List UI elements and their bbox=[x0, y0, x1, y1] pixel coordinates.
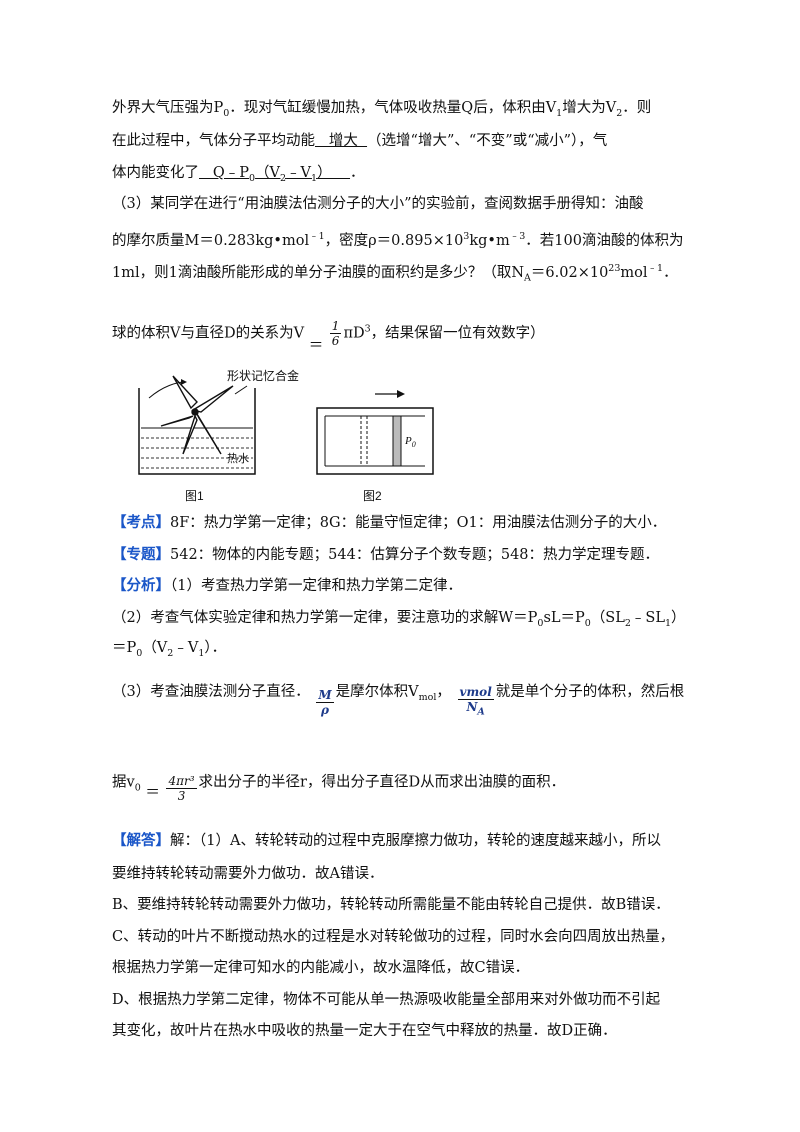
zhuanti-line: 【专题】542：物体的内能专题；544：估算分子个数专题；548：热力学定理专题… bbox=[112, 546, 660, 563]
piston bbox=[392, 415, 402, 467]
text-line: 1ml，则1滴油酸所能形成的单分子油膜的面积约是多少？（取NA＝6.02×102… bbox=[112, 263, 678, 284]
text-line: ＝P0（V2﹣V1）． bbox=[112, 640, 227, 659]
figure-2: P0 图2 bbox=[316, 390, 434, 503]
text-line: 其变化，故叶片在热水中吸收的热量一定大于在空气中释放的热量．故D正确． bbox=[112, 1023, 617, 1039]
tag-fenxi: 【分析】 bbox=[112, 577, 170, 594]
figures: 形状记忆合金 热水 图1 P0 图2 bbox=[138, 368, 434, 503]
kaodian-line: 【考点】8F：热力学第一定律；8G：能量守恒定律；O1：用油膜法估测分子的大小． bbox=[112, 514, 667, 531]
text-line: 体内能变化了 Q﹣P0（V2﹣V1） ． bbox=[112, 165, 365, 184]
tag-jieda: 【解答】 bbox=[112, 832, 170, 849]
answer-blank: 增大 bbox=[315, 133, 368, 149]
text-line: 要维持转轮转动需要外力做功．故A错误． bbox=[112, 866, 384, 882]
text-line: 外界大气压强为P0．现对气缸缓慢加热，气体吸收热量Q后，体积由V1增大为V2．则 bbox=[112, 100, 652, 119]
arrow-right-icon bbox=[397, 390, 405, 398]
text-line: （3）某同学在进行“用油膜法估测分子的大小”的实验前，查阅数据手册得知：油酸 bbox=[112, 196, 644, 212]
label-p0: P0 bbox=[404, 435, 416, 449]
tag-kaodian: 【考点】 bbox=[112, 514, 170, 531]
text-line: D、根据热力学第二定律，物体不可能从单一热源吸收能量全部用来对外做功而不引起 bbox=[112, 992, 661, 1008]
label-alloy: 形状记忆合金 bbox=[227, 368, 299, 383]
caption-figure-1: 图1 bbox=[185, 489, 204, 503]
text-line: B、要维持转轮转动需要外力做功，转轮转动所需能量不能由转轮自己提供．故B错误． bbox=[112, 897, 670, 913]
jieda-line: 【解答】解：（1）A、转轮转动的过程中克服摩擦力做功，转轮的速度越来越小，所以 bbox=[112, 832, 661, 849]
label-water: 热水 bbox=[227, 452, 249, 465]
caption-figure-2: 图2 bbox=[363, 489, 382, 503]
fenxi-line: 【分析】（1）考查热力学第一定律和热力学第二定律． bbox=[112, 577, 462, 594]
text-line: 的摩尔质量M＝0.283kg•mol﹣1，密度ρ＝0.895×103kg•m﹣3… bbox=[112, 231, 684, 249]
text-line: 根据热力学第一定律可知水的内能减小，故水温降低，故C错误． bbox=[112, 960, 530, 976]
text-line: 在此过程中，气体分子平均动能 增大 （选增“增大”、“不变”或“减小”），气 bbox=[112, 133, 608, 149]
figure-1: 形状记忆合金 热水 图1 bbox=[138, 368, 299, 503]
text-line: （2）考查气体实验定律和热力学第一定律，要注意功的求解W＝P0sL＝P0（SL2… bbox=[112, 610, 686, 629]
tag-zhuanti: 【专题】 bbox=[112, 546, 170, 563]
answer-blank: Q﹣P0（V2﹣V1） bbox=[199, 165, 351, 184]
wheel-icon bbox=[160, 375, 234, 455]
text-line: C、转动的叶片不断搅动热水的过程是水对转轮做功的过程，同时水会向四周放出热量， bbox=[112, 929, 675, 945]
